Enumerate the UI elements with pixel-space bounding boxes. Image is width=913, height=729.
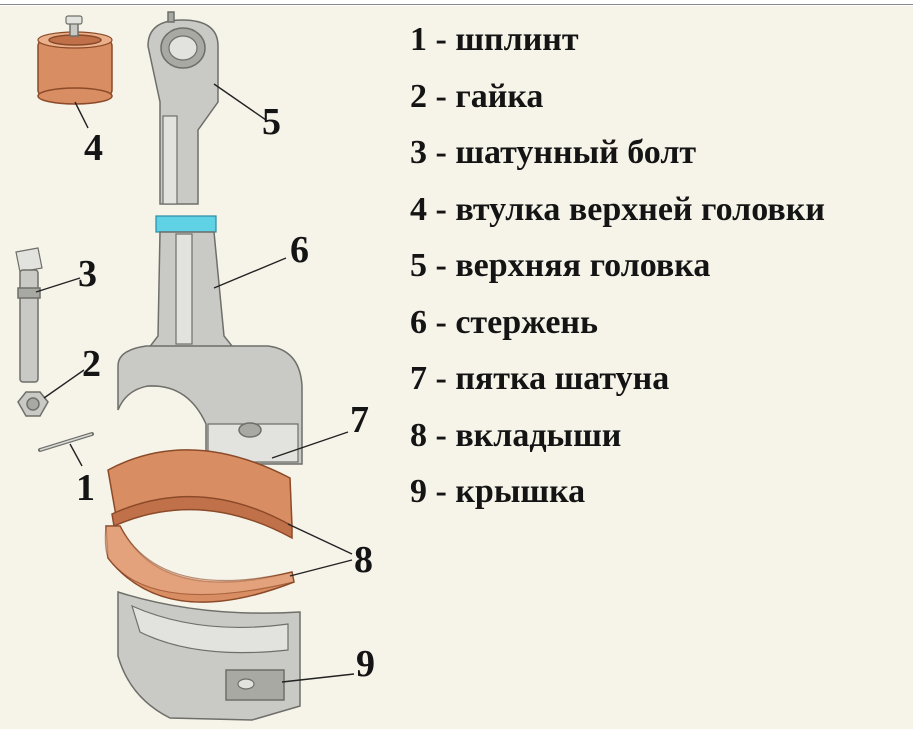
part-7-rod-heel xyxy=(118,346,302,464)
legend-item-9: 9 - крышка xyxy=(410,472,825,529)
callout-3: 3 xyxy=(78,253,97,295)
callout-9: 9 xyxy=(356,643,375,685)
leader-6 xyxy=(214,258,286,288)
legend-item-2: 2 - гайка xyxy=(410,77,825,134)
part-5-upper-head xyxy=(148,12,218,204)
leader-4 xyxy=(75,102,88,128)
callout-4: 4 xyxy=(84,127,103,169)
top-border-line xyxy=(0,4,913,5)
legend-item-5: 5 - верхняя головка xyxy=(410,246,825,303)
legend-item-3: 3 - шатунный болт xyxy=(410,133,825,190)
callout-8: 8 xyxy=(354,539,373,581)
part-4-bushing xyxy=(38,16,112,104)
callout-2: 2 xyxy=(82,343,101,385)
leader-3 xyxy=(36,278,80,292)
part-8-bearing-shells xyxy=(105,450,294,602)
leader-5 xyxy=(214,84,266,120)
part-2-nut xyxy=(18,392,48,416)
legend-item-4: 4 - втулка верхней головки xyxy=(410,190,825,247)
legend-item-6: 6 - стержень xyxy=(410,303,825,360)
leader-8a xyxy=(288,524,352,554)
illustration-panel: 4 5 6 3 2 7 1 8 9 1 - шплинт 2 - гайка 3… xyxy=(0,6,913,729)
legend-item-1: 1 - шплинт xyxy=(410,20,825,77)
callout-6: 6 xyxy=(290,229,309,271)
callout-1: 1 xyxy=(76,467,95,509)
part-1-cotter-pin xyxy=(40,434,92,450)
callout-5: 5 xyxy=(262,101,281,143)
callout-7: 7 xyxy=(350,399,369,441)
leader-1 xyxy=(70,444,82,466)
parts-legend: 1 - шплинт 2 - гайка 3 - шатунный болт 4… xyxy=(410,20,825,529)
legend-item-8: 8 - вкладыши xyxy=(410,416,825,473)
part-9-cap xyxy=(118,592,300,720)
leader-8b xyxy=(290,560,352,576)
part-3-rod-bolt xyxy=(16,248,42,382)
leader-2 xyxy=(44,370,84,398)
legend-item-7: 7 - пятка шатуна xyxy=(410,359,825,416)
